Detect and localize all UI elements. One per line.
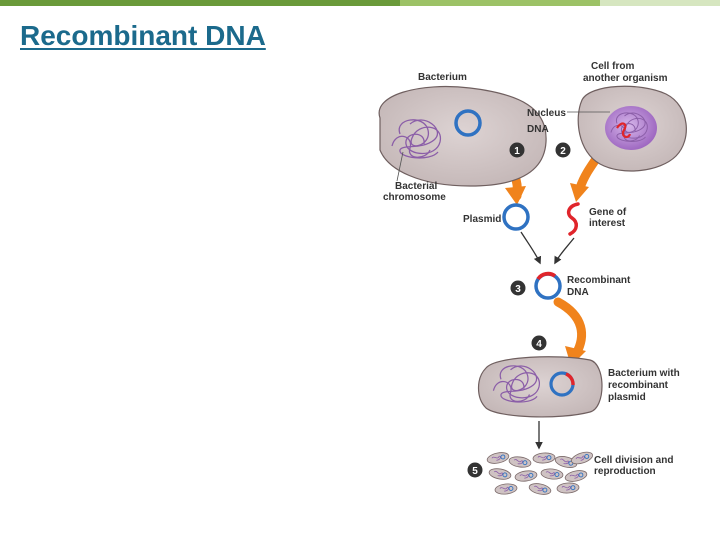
top-accent-bar (0, 0, 720, 6)
step-badge-1: 1 (509, 142, 525, 158)
label-division-1: Cell division and (594, 455, 673, 466)
top-accent-light (600, 0, 720, 6)
step-badge-3: 3 (510, 280, 526, 296)
label-dna: DNA (527, 124, 549, 135)
arrow-gene-to-recombinant (554, 237, 575, 265)
label-division-2: reproduction (594, 466, 656, 477)
recombinant-insert (536, 271, 557, 281)
svg-text:3: 3 (515, 284, 521, 295)
slide-title: Recombinant DNA (20, 20, 266, 51)
label-plasmid: Plasmid (463, 214, 501, 225)
label-bwr-3: plasmid (608, 392, 646, 403)
svg-text:4: 4 (536, 339, 542, 350)
top-accent-dark (0, 0, 400, 6)
label-bacterial-1: Bacterial (395, 181, 437, 192)
label-cell-from-2: another organism (583, 73, 668, 84)
step-badge-4: 4 (531, 335, 547, 351)
bacterium-plasmid (454, 109, 482, 137)
label-recombinant-2: DNA (567, 287, 589, 298)
orange-arrow-step4 (553, 297, 587, 359)
label-bwr-1: Bacterium with (608, 368, 680, 379)
label-gene-2: interest (589, 218, 626, 229)
isolated-plasmid (502, 203, 530, 231)
label-bacterium: Bacterium (418, 72, 467, 83)
orange-arrowhead-step1 (505, 186, 526, 205)
dividing-cells (485, 449, 595, 497)
bacterial-chromosome-leader (396, 151, 404, 182)
top-accent-mid (400, 0, 600, 6)
svg-text:5: 5 (472, 466, 478, 477)
arrow-plasmid-to-recombinant (520, 231, 542, 265)
gene-in-nucleus (616, 122, 632, 139)
label-bwr-2: recombinant (608, 380, 669, 391)
label-cell-from-1: Cell from (591, 61, 634, 72)
svg-text:2: 2 (560, 146, 566, 157)
gene-of-interest (566, 202, 580, 236)
label-nucleus: Nucleus (527, 108, 566, 119)
recombinant-bacterium-insert (565, 372, 575, 386)
step-badge-2: 2 (555, 142, 571, 158)
orange-arrowhead-step2 (570, 183, 589, 202)
step-badge-5: 5 (467, 462, 483, 478)
recombinant-bacterium (477, 356, 603, 418)
label-gene-1: Gene of (589, 207, 627, 218)
label-recombinant-1: Recombinant (567, 275, 631, 286)
label-bacterial-2: chromosome (383, 192, 446, 203)
bacterium-cell (378, 85, 547, 187)
svg-text:1: 1 (514, 146, 520, 157)
